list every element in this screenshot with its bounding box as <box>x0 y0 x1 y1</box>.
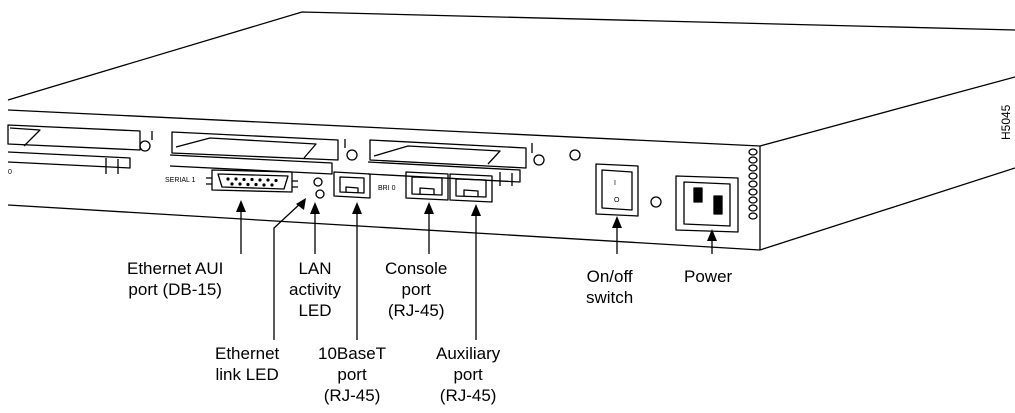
serial-port-label: SERIAL 1 <box>165 177 196 184</box>
switch-on-mark: I <box>614 180 616 187</box>
arrowhead <box>310 202 320 214</box>
left-wic-slot: 0 <box>7 124 153 176</box>
label-auxiliary: Auxiliary port (RJ-45) <box>436 344 501 405</box>
arrowhead <box>424 202 434 214</box>
figure-id: H5045 <box>999 104 1013 140</box>
panel-screw <box>650 196 662 208</box>
label-console: Console port (RJ-45) <box>385 259 448 320</box>
onoff-switch <box>595 163 639 217</box>
bri-port-label: BRI 0 <box>378 185 396 192</box>
ethernet-link-led <box>315 189 325 199</box>
tenbaset-rj45-port <box>333 171 371 199</box>
chassis-outline <box>7 11 1015 251</box>
right-slot <box>367 139 545 186</box>
panel-screw <box>569 149 581 161</box>
switch-off-mark: O <box>614 197 620 204</box>
power-inlet <box>675 175 739 233</box>
console-rj45-port <box>405 171 449 201</box>
middle-slot <box>169 131 358 175</box>
arrowhead <box>612 216 622 228</box>
arrowhead <box>236 200 246 212</box>
aui-db15-port <box>206 169 298 193</box>
arrowhead <box>707 229 717 241</box>
auxiliary-rj45-port <box>449 173 493 203</box>
label-tenbaset: 10BaseT port (RJ-45) <box>318 344 387 405</box>
leader-ethernet-link <box>273 201 303 340</box>
arrowhead <box>352 202 362 214</box>
label-power: Power <box>684 267 733 286</box>
svg-text:0: 0 <box>8 169 12 176</box>
label-onoff: On/off switch <box>586 267 634 307</box>
lan-activity-led <box>313 177 323 187</box>
arrowhead <box>296 198 306 210</box>
vent-slots <box>748 148 758 220</box>
label-ethernet-link: Ethernet link LED <box>215 344 280 384</box>
arrowhead <box>471 204 481 216</box>
label-lan-activity: LAN activity LED <box>289 259 341 320</box>
callout-leaders <box>240 201 713 340</box>
label-ethernet-aui: Ethernet AUI port (DB-15) <box>127 259 224 299</box>
